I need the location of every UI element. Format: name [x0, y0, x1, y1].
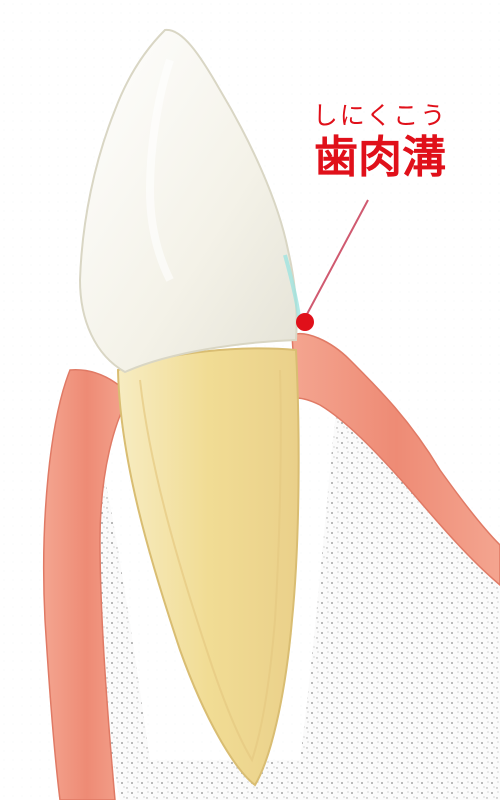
annotation-label: しにくこう 歯肉溝	[290, 100, 470, 186]
sulcus-marker-dot	[296, 313, 314, 331]
term-label: 歯肉溝	[290, 130, 470, 186]
term-reading: しにくこう	[290, 100, 470, 132]
